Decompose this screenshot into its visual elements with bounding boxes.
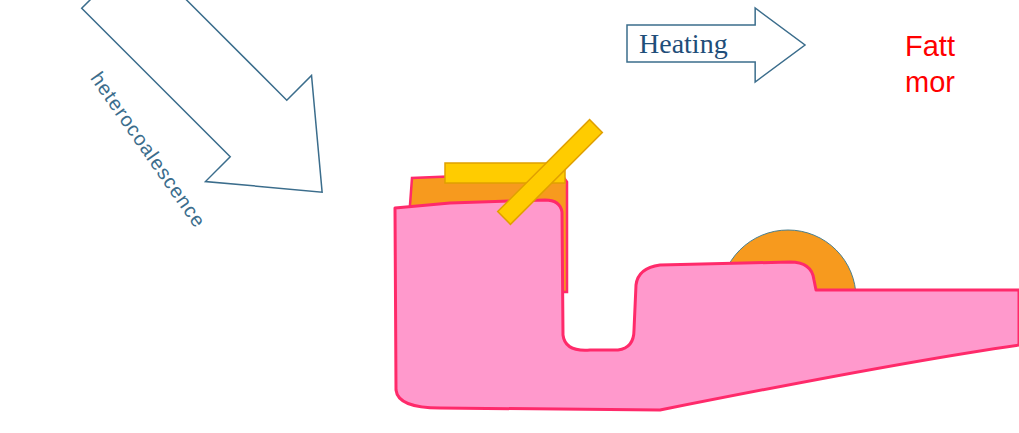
arrow-outline [627, 8, 805, 82]
protein-matrix [395, 200, 1019, 410]
hollow-arrow [57, 0, 375, 245]
node-text: Heating [639, 25, 728, 62]
crystal-platelet [498, 120, 603, 225]
process-arrow [57, 0, 375, 245]
process-arrow: Heating [627, 8, 805, 82]
annotation-text: Fatt mor [905, 28, 983, 101]
